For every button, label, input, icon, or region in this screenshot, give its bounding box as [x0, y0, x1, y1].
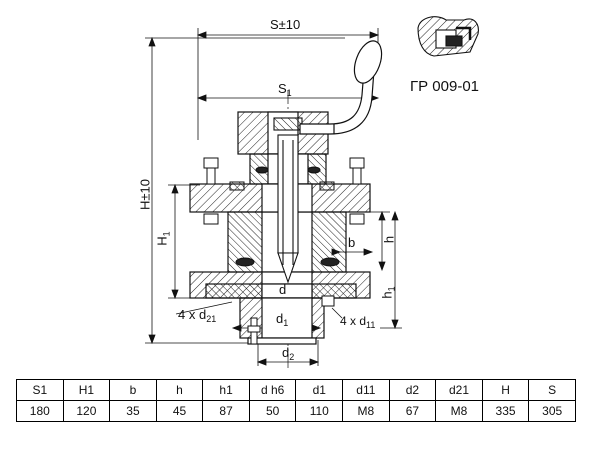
dim-h1-base: H: [154, 236, 170, 246]
technical-drawing: [145, 16, 479, 370]
table-cell: 120: [62, 400, 111, 422]
dim-d11-sub: 11: [366, 320, 376, 330]
col-header: d21: [435, 379, 483, 401]
col-header: d h6: [248, 379, 297, 401]
col-header: H1: [62, 379, 111, 401]
dim-s: S±10: [270, 17, 301, 32]
dim-h1-small-sub: 1: [386, 286, 397, 292]
table-cell: 45: [155, 400, 204, 422]
col-header: b: [109, 379, 157, 401]
valve-stem: [273, 117, 303, 284]
table-cell: 87: [202, 400, 250, 422]
dim-d2: d2: [282, 345, 294, 362]
col-header: H: [481, 379, 530, 401]
table-cell: 335: [481, 400, 530, 422]
table-cell: M8: [342, 400, 390, 422]
col-header: h: [155, 379, 204, 401]
dim-s1-base: S: [278, 81, 287, 96]
dim-d21-base: 4 x d: [178, 307, 207, 322]
dim-d1: d1: [276, 311, 288, 328]
table-cell: 305: [528, 400, 576, 422]
lever-handle: [299, 40, 383, 135]
dim-s1-sub: 1: [286, 88, 292, 98]
col-header: S: [528, 379, 576, 401]
spec-table: S1 H1 b h h1 d h6 d1 d11 d2 d21 H S 180 …: [16, 379, 576, 422]
dim-d21-sub: 21: [206, 314, 217, 324]
col-header: h1: [202, 379, 250, 401]
table-cell: 35: [109, 400, 157, 422]
dim-h-small: h: [381, 235, 397, 244]
dim-h1-small-base: h: [379, 291, 395, 299]
col-header: d1: [295, 379, 344, 401]
dim-d11-base: 4 x d: [340, 314, 367, 328]
dim-s1: S1: [278, 81, 292, 98]
detail-inset: [417, 16, 479, 57]
dim-d1-base: d: [276, 311, 284, 326]
dim-d2-sub: 2: [289, 352, 295, 362]
dim-d21: 4 x d21: [178, 307, 216, 324]
dim-h: H±10: [137, 179, 153, 210]
table-cell: 67: [388, 400, 437, 422]
dim-d11: 4 x d11: [340, 314, 375, 330]
table-cell: 180: [16, 400, 64, 422]
dim-h1-small: h1: [380, 281, 397, 305]
flange-bolts: [203, 157, 365, 345]
dim-h1-sub: 1: [161, 231, 172, 237]
dim-d2-base: d: [282, 345, 290, 360]
table-cell: 50: [248, 400, 297, 422]
table-cell: M8: [435, 400, 483, 422]
dim-b: b: [348, 235, 356, 250]
table-row: 180 120 35 45 87 50 110 M8 67 M8 335 305: [16, 400, 576, 422]
dim-d1-sub: 1: [283, 318, 289, 328]
col-header: d11: [342, 379, 390, 401]
spec-header-row: S1 H1 b h h1 d h6 d1 d11 d2 d21 H S: [16, 379, 576, 401]
dim-d: d: [279, 282, 287, 297]
seal-rings: [235, 166, 340, 267]
col-header: d2: [388, 379, 437, 401]
dim-h1: H1: [155, 224, 172, 254]
drawing-code: ГР 009-01: [410, 78, 480, 95]
col-header: S1: [16, 379, 64, 401]
table-cell: 110: [295, 400, 344, 422]
